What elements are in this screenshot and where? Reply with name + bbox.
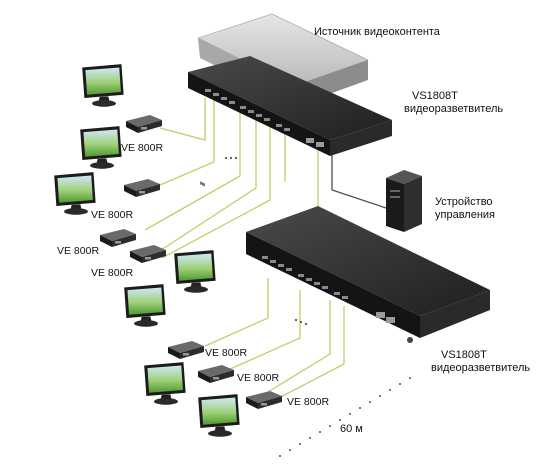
splitter-bottom-device bbox=[246, 206, 490, 343]
monitor-4 bbox=[174, 250, 216, 293]
cable-bot-rx3 bbox=[267, 300, 331, 393]
monitor-7 bbox=[198, 394, 240, 437]
cable-bot-rx2 bbox=[227, 290, 301, 371]
receiver-6 bbox=[198, 365, 234, 383]
label-receiver-1: VE 800R bbox=[121, 142, 163, 154]
label-splitter-top-desc: видеоразветвитель bbox=[404, 103, 503, 115]
receiver-1 bbox=[126, 115, 162, 133]
cable-top-rx5 bbox=[161, 124, 271, 259]
receiver-7 bbox=[246, 391, 282, 409]
label-receiver-5: VE 800R bbox=[205, 347, 247, 359]
label-receiver-6: VE 800R bbox=[237, 372, 279, 384]
monitor-5 bbox=[124, 284, 166, 327]
cable-top-rx2 bbox=[159, 100, 215, 186]
cable-top-rx3 bbox=[144, 112, 241, 231]
label-receiver-4: VE 800R bbox=[91, 267, 133, 279]
receiver-3 bbox=[100, 229, 136, 247]
receiver-2 bbox=[124, 179, 160, 197]
receiver-4 bbox=[130, 245, 166, 263]
monitor-2 bbox=[80, 126, 122, 169]
monitor-6 bbox=[144, 362, 186, 405]
cable-control bbox=[331, 150, 393, 211]
label-control-line2: управления bbox=[435, 209, 495, 221]
cable-top-rx4 bbox=[157, 118, 257, 253]
cable-bot-rx4 bbox=[274, 306, 345, 401]
monitor-1 bbox=[82, 64, 124, 107]
splitter-bottom-ports bbox=[262, 256, 395, 323]
label-distance: 60 м bbox=[340, 423, 363, 435]
label-splitter-bottom-model: VS1808T bbox=[441, 349, 487, 361]
label-splitter-top-model: VS1808T bbox=[412, 90, 458, 102]
monitor-3 bbox=[54, 172, 96, 215]
label-source: Источник видеоконтента bbox=[314, 26, 441, 38]
splitter-top-ports bbox=[205, 89, 324, 147]
label-receiver-3: VE 800R bbox=[57, 245, 99, 257]
label-receiver-2: VE 800R bbox=[91, 209, 133, 221]
cable-top-rx1 bbox=[159, 98, 206, 141]
label-receiver-7: VE 800R bbox=[287, 396, 329, 408]
distance-dots bbox=[224, 156, 411, 457]
splitter-top-device bbox=[188, 56, 392, 187]
label-control-line1: Устройство bbox=[435, 196, 493, 208]
control-computer bbox=[386, 170, 422, 232]
cable-bot-rx1 bbox=[204, 278, 269, 347]
receiver-5 bbox=[168, 341, 204, 359]
label-splitter-bottom-desc: видеоразветвитель bbox=[431, 362, 530, 374]
